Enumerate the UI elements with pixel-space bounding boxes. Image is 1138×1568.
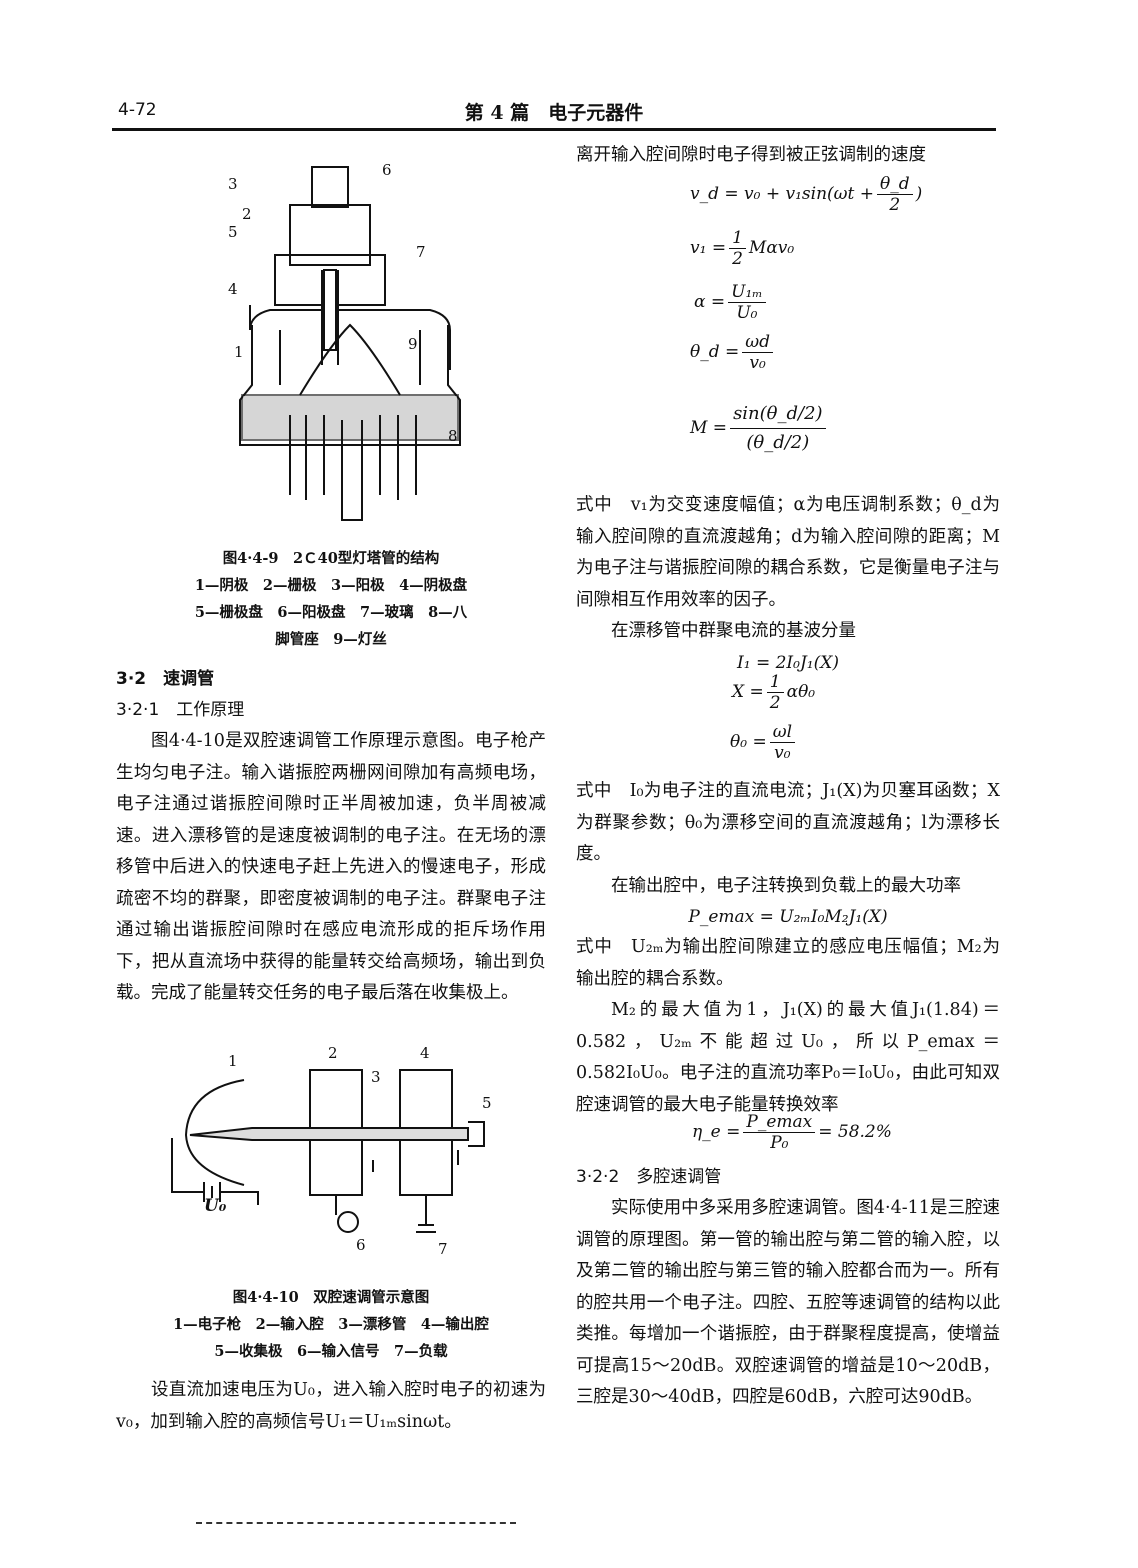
callout-label: 4 <box>420 1044 430 1062</box>
page-number: 4-72 <box>118 100 157 120</box>
paragraph: 离开输入腔间隙时电子得到被正弦调制的速度 <box>576 145 926 165</box>
callout-label: 2 <box>328 1044 338 1062</box>
paragraph: M₂的最大值为1，J₁(X)的最大值J₁(1.84)＝0.582，U₂ₘ不能超过… <box>576 1000 1000 1115</box>
section-heading: 3·2 速调管 <box>116 669 215 689</box>
callout-label: 7 <box>438 1240 448 1258</box>
subsection-heading: 3·2·2 多腔速调管 <box>576 1167 722 1187</box>
paragraph: 在漂移管中群聚电流的基波分量 <box>611 621 856 641</box>
figure10-callouts: 1 2 3 4 5 6 7 U₀ <box>168 1040 508 1265</box>
figure-caption: 图4·4-9 2Ｃ40型灯塔管的结构 <box>222 550 440 567</box>
figure10-caption: 图4·4-10 双腔速调管示意图 1—电子枪 2—输入腔 3—漂移管 4—输出腔… <box>116 1284 546 1365</box>
paragraph: 在输出腔中，电子注转换到负载上的最大功率 <box>611 875 961 896</box>
figure-legend: 5—收集极 6—输入信号 7—负载 <box>214 1343 448 1360</box>
paragraph: 式中 I₀为电子注的直流电流；J₁(X)为贝塞耳函数；X为群聚参数；θ₀为漂移空… <box>576 781 1000 864</box>
callout-label: 4 <box>228 280 238 298</box>
figure-legend: 5—栅极盘 6—阳极盘 7—玻璃 8—八 <box>194 604 468 621</box>
left-column-text: 3·2 速调管 3·2·1 工作原理 图4·4-10是双腔速调管工作原理示意图。… <box>116 664 546 1010</box>
callout-label: 7 <box>416 243 426 261</box>
equation-I1: I₁ = 2I₀J₁(X) <box>737 652 839 673</box>
paragraph: 式中 v₁为交变速度幅值；α为电压调制系数；θ_d为输入腔间隙的直流渡越角；d为… <box>576 495 1000 610</box>
chapter-title: 第 4 篇 电子元器件 <box>464 102 644 124</box>
callout-label: 6 <box>356 1236 366 1254</box>
subsection-heading: 3·2·1 工作原理 <box>116 700 245 720</box>
figure-legend: 脚管座 9—灯丝 <box>275 631 387 648</box>
callout-label: 3 <box>371 1068 381 1086</box>
running-header: 4-72 第 4 篇 电子元器件 <box>112 98 996 131</box>
right-column-body-3: 3·2·2 多腔速调管 实际使用中多采用多腔速调管。图4·4-11是三腔速调管的… <box>576 1162 1000 1414</box>
figure-legend: 1—阴极 2—栅极 3—阳极 4—阴极盘 <box>194 577 468 594</box>
equation-power: P_emax = U₂ₘI₀M₂J₁(X) <box>688 907 888 927</box>
callout-label: 8 <box>448 427 458 445</box>
callout-label: 1 <box>228 1052 238 1070</box>
equation-M: M =sin(θ_d/2)(θ_d/2) <box>690 400 829 457</box>
right-column-body: 式中 v₁为交变速度幅值；α为电压调制系数；θ_d为输入腔间隙的直流渡越角；d为… <box>576 490 1000 678</box>
callout-label: 2 <box>242 205 252 223</box>
left-column-tail: 设直流加速电压为U₀，进入输入腔时电子的初速为v₀，加到输入腔的高频信号U₁＝U… <box>116 1375 546 1438</box>
figure-legend: 1—电子枪 2—输入腔 3—漂移管 4—输出腔 <box>173 1316 489 1333</box>
paragraph: 图4·4-10是双腔速调管工作原理示意图。电子枪产生均匀电子注。输入谐振腔两栅网… <box>116 731 546 1003</box>
callout-label: 1 <box>234 343 244 361</box>
figure-lighthouse-tube <box>239 166 461 521</box>
figure9-callouts: 3 2 5 4 1 6 7 9 8 <box>220 155 480 530</box>
paragraph: 设直流加速电压为U₀，进入输入腔时电子的初速为v₀，加到输入腔的高频信号U₁＝U… <box>116 1380 546 1432</box>
figure9-caption: 图4·4-9 2Ｃ40型灯塔管的结构 1—阴极 2—栅极 3—阳极 4—阴极盘 … <box>116 545 546 653</box>
figure-caption: 图4·4-10 双腔速调管示意图 <box>232 1289 430 1306</box>
callout-label: 3 <box>228 175 238 193</box>
right-column-intro: 离开输入腔间隙时电子得到被正弦调制的速度 <box>576 140 1000 172</box>
callout-label: 5 <box>228 223 238 241</box>
paragraph: 式中 U₂ₘ为输出腔间隙建立的感应电压幅值；M₂为输出腔的耦合系数。 <box>576 937 1000 989</box>
paragraph: 实际使用中多采用多腔速调管。图4·4-11是三腔速调管的原理图。第一管的输出腔与… <box>576 1198 1000 1407</box>
callout-label: 6 <box>382 161 392 179</box>
callout-label: 9 <box>408 335 418 353</box>
figure-two-cavity-klystron <box>171 1069 485 1233</box>
callout-label: 5 <box>482 1094 492 1112</box>
footer-rule <box>196 1522 516 1524</box>
voltage-label: U₀ <box>204 1196 227 1216</box>
right-column-body-2: 式中 I₀为电子注的直流电流；J₁(X)为贝塞耳函数；X为群聚参数；θ₀为漂移空… <box>576 776 1000 1121</box>
